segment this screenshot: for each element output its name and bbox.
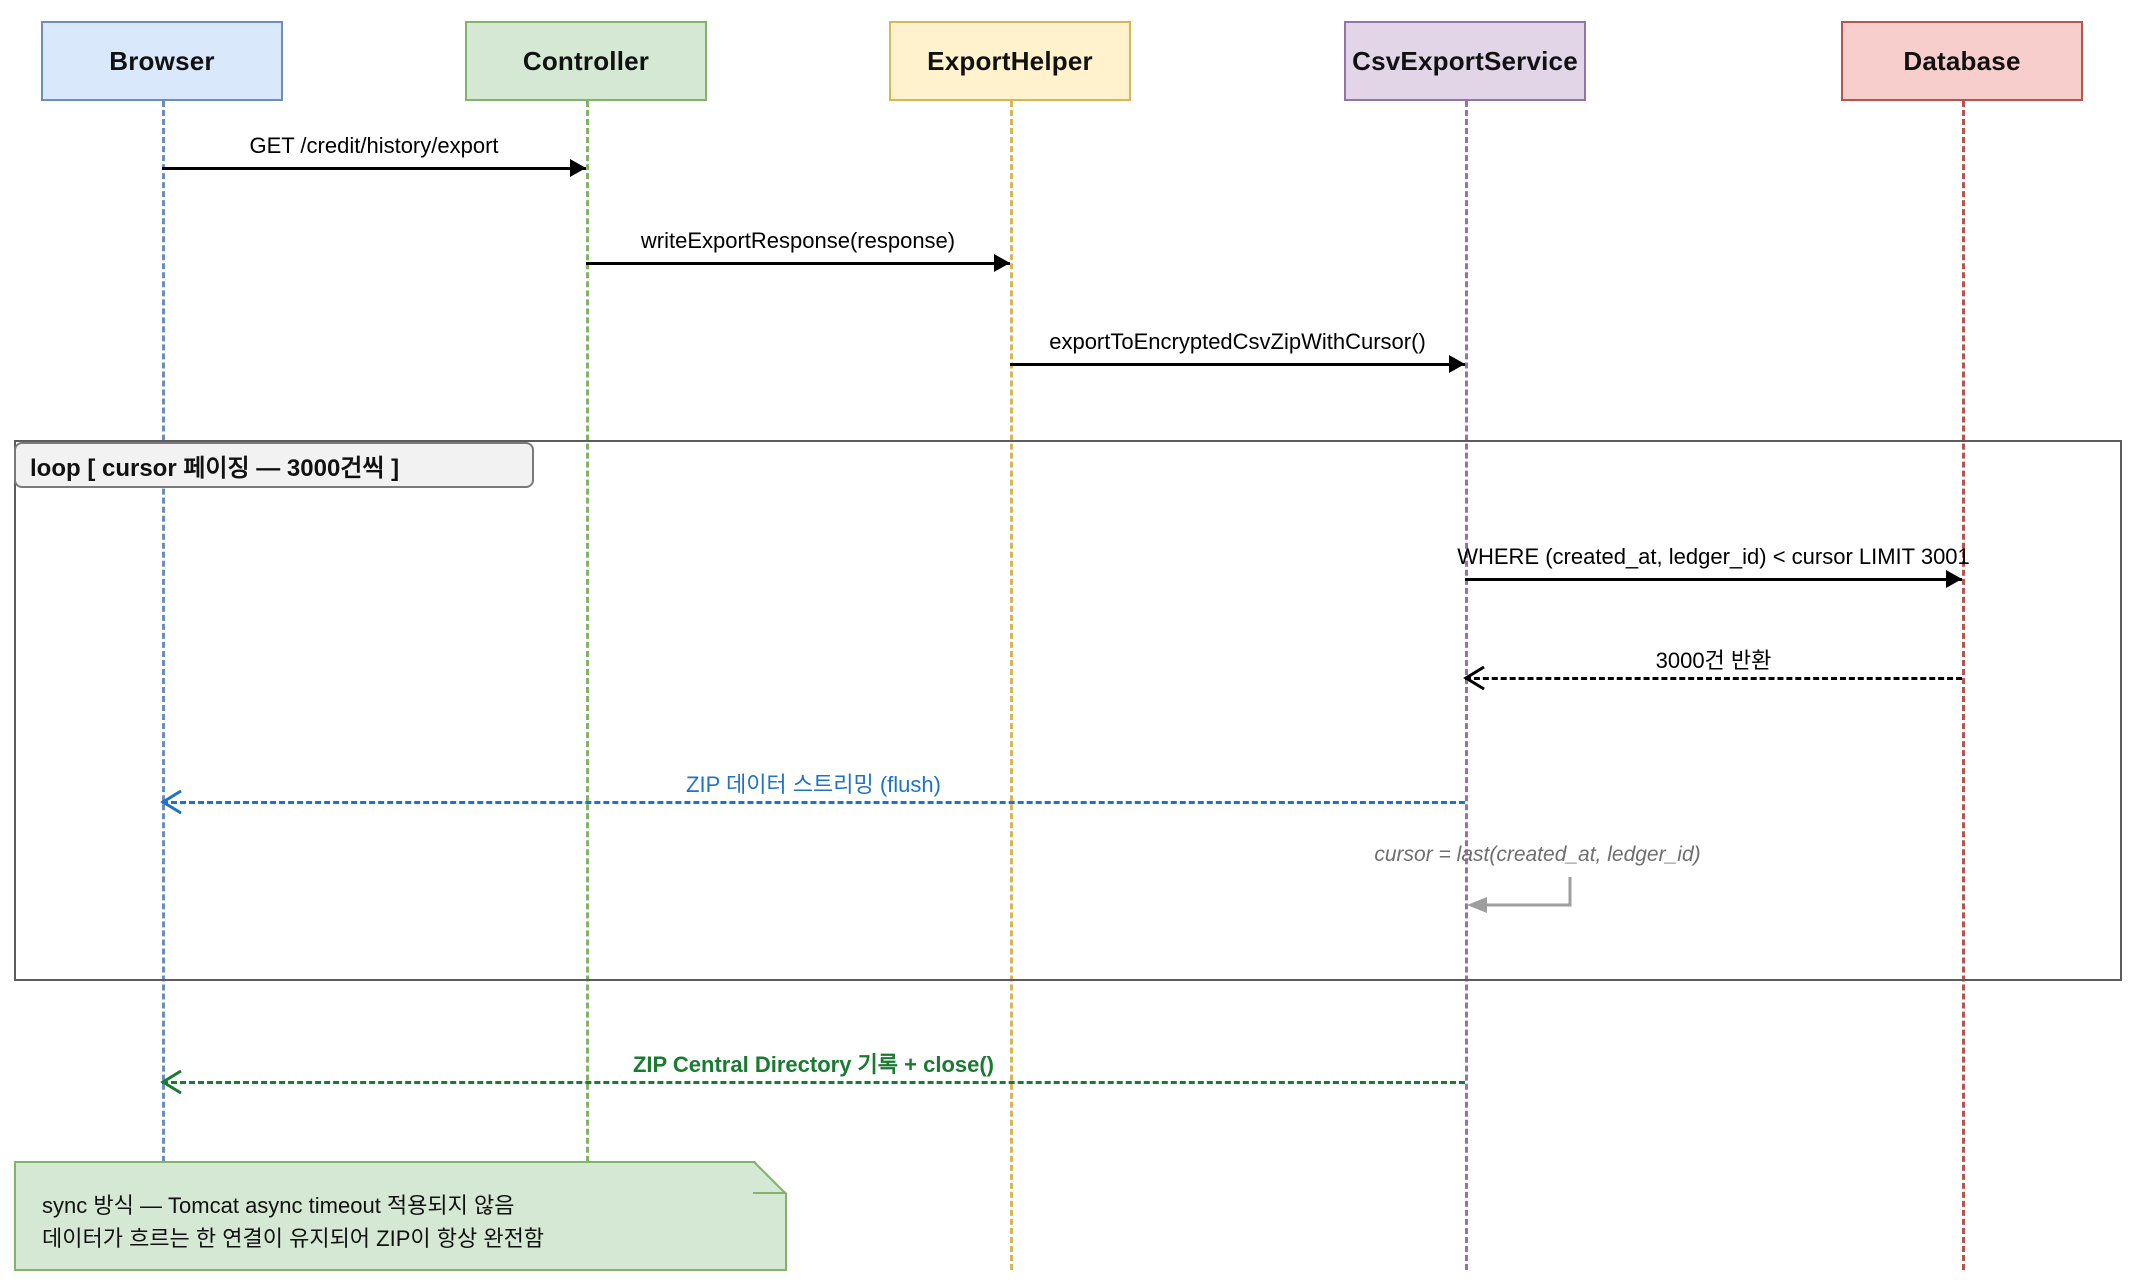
lifeline-csvexportservice — [1465, 101, 1468, 1270]
lifeline-exporthelper — [1010, 101, 1013, 1270]
loop-frame-label: loop [ cursor 페이징 — 3000건씩 ] — [14, 442, 534, 488]
participant-box-database[interactable]: Database — [1841, 21, 2083, 101]
message-label-m6: ZIP 데이터 스트리밍 (flush) — [686, 772, 941, 797]
message-arrowhead-m7 — [160, 1070, 182, 1094]
message-arrowhead-m4 — [1946, 570, 1962, 588]
message-arrowhead-m2 — [994, 254, 1010, 272]
message-line-m2 — [586, 262, 1010, 265]
participant-box-browser[interactable]: Browser — [41, 21, 283, 101]
participant-label: ExportHelper — [927, 45, 1093, 76]
message-line-m1 — [162, 167, 586, 170]
message-label-m3: exportToEncryptedCsvZipWithCursor() — [1049, 329, 1426, 354]
lifeline-database — [1962, 101, 1965, 1270]
participant-label: Controller — [522, 45, 650, 76]
message-arrowhead-m6 — [160, 790, 182, 814]
message-label-m2: writeExportResponse(response) — [640, 228, 956, 253]
message-arrowhead-m5 — [1463, 666, 1485, 690]
note-fold-corner — [755, 1161, 787, 1193]
message-line-m4 — [1465, 578, 1962, 581]
message-label-m5: 3000건 반환 — [1655, 648, 1772, 673]
message-line-m6 — [162, 801, 1465, 804]
loop-frame — [14, 440, 2122, 981]
participant-box-csvexportservice[interactable]: CsvExportService — [1344, 21, 1586, 101]
message-label-m1: GET /credit/history/export — [249, 133, 499, 158]
participant-box-controller[interactable]: Controller — [465, 21, 707, 101]
message-label-m4: WHERE (created_at, ledger_id) < cursor L… — [1457, 544, 1970, 569]
note-fold-line — [752, 1161, 787, 1194]
lifeline-controller — [586, 101, 589, 1270]
message-arrowhead-m3 — [1449, 355, 1465, 373]
message-label-m7: ZIP Central Directory 기록 + close() — [632, 1052, 995, 1077]
message-line-m7 — [162, 1081, 1465, 1084]
participant-box-exporthelper[interactable]: ExportHelper — [889, 21, 1131, 101]
lifeline-browser — [162, 101, 165, 1270]
participant-label: CsvExportService — [1352, 45, 1578, 76]
message-line-m3 — [1010, 363, 1465, 366]
message-line-m5 — [1465, 677, 1962, 680]
self-call-arrow — [1467, 877, 1572, 913]
participant-label: Database — [1903, 45, 2021, 76]
loop-frame-label-text: loop [ cursor 페이징 — 3000건씩 ] — [30, 454, 400, 482]
message-arrowhead-m1 — [570, 159, 586, 177]
note-text-line: 데이터가 흐르는 한 연결이 유지되어 ZIP이 항상 완전함 — [42, 1226, 545, 1251]
participant-label: Browser — [109, 45, 215, 76]
note-text-line: sync 방식 — Tomcat async timeout 적용되지 않음 — [42, 1193, 515, 1218]
self-call-label: cursor = last(created_at, ledger_id) — [1374, 843, 1701, 866]
